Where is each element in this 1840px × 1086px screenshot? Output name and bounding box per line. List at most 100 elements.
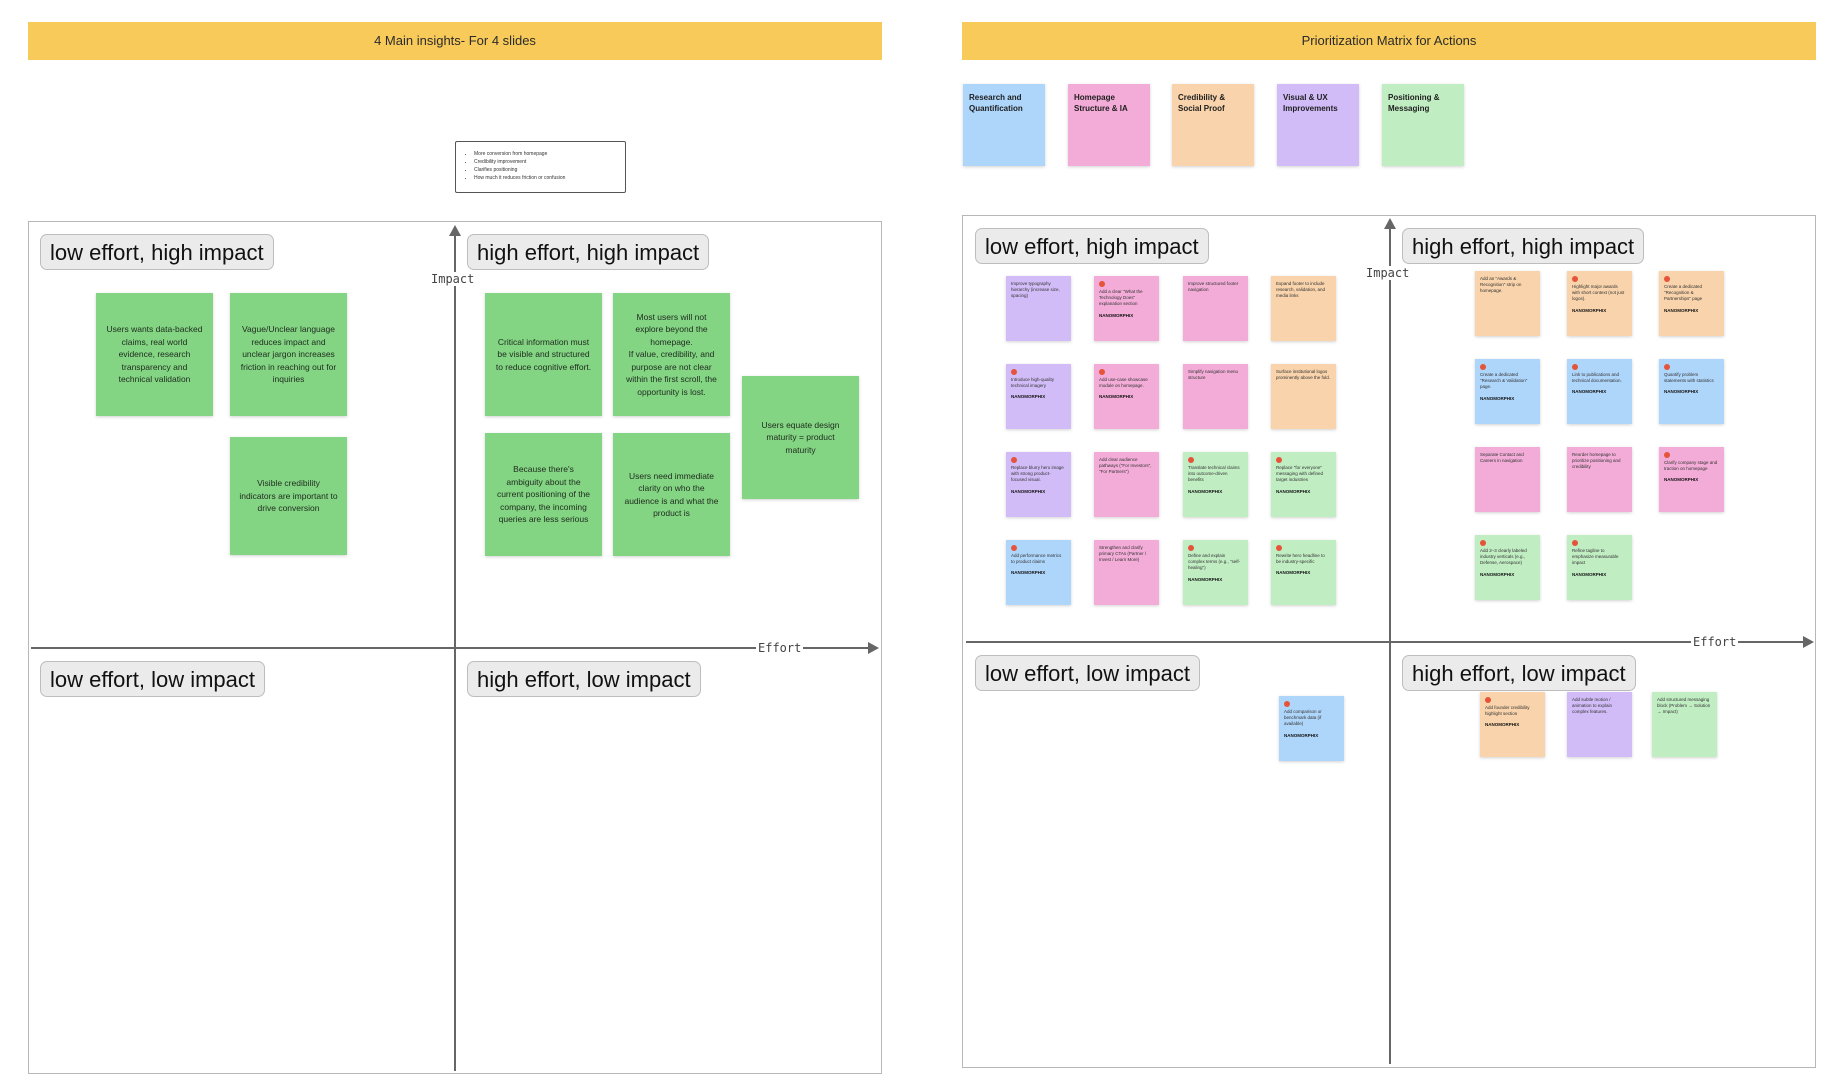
action-note-tag: NANOMORPHIX — [1276, 570, 1311, 576]
insight-note[interactable]: Users equate design maturity = product m… — [742, 376, 859, 499]
right-quadrant-label-high-effort-low-impact[interactable]: high effort, low impact — [1402, 655, 1636, 691]
priority-dot-icon — [1099, 369, 1105, 375]
priority-dot-icon — [1284, 701, 1290, 707]
action-note-text: Simplify navigation menu structure — [1188, 369, 1239, 381]
action-note[interactable]: Quantify problem statements with statist… — [1659, 359, 1724, 424]
action-note-tag: NANOMORPHIX — [1011, 394, 1046, 400]
action-note-tag: NANOMORPHIX — [1099, 394, 1134, 400]
insight-note[interactable]: Visible credibility indicators are impor… — [230, 437, 347, 555]
insight-note[interactable]: Critical information must be visible and… — [485, 293, 602, 416]
action-note-text: Surface institutional logos prominently … — [1276, 369, 1331, 381]
action-note-text: Quantify problem statements with statist… — [1664, 372, 1714, 384]
insight-note[interactable]: Users wants data-backed claims, real wor… — [96, 293, 213, 416]
action-note[interactable]: Highlight major awards with short contex… — [1567, 271, 1632, 336]
left-quadrant-label-low-effort-high-impact[interactable]: low effort, high impact — [40, 234, 274, 270]
action-note[interactable]: Add founder credibility highlight sectio… — [1480, 692, 1545, 757]
action-note[interactable]: Add subtle motion / animation to explain… — [1567, 692, 1632, 757]
criteria-item: Credibility improvement — [474, 158, 617, 166]
action-note[interactable]: Replace blurry hero image with strong pr… — [1006, 452, 1071, 517]
action-note[interactable]: Translate technical claims into outcome-… — [1183, 452, 1248, 517]
insight-note[interactable]: Vague/Unclear language reduces impact an… — [230, 293, 347, 416]
action-note[interactable]: Add use-case showcase module on homepage… — [1094, 364, 1159, 429]
priority-dot-icon — [1011, 369, 1017, 375]
action-note-text: Highlight major awards with short contex… — [1572, 284, 1625, 302]
action-note-text: Link to publications and technical docum… — [1572, 372, 1622, 384]
category-research-quantification[interactable]: Research and Quantification — [963, 84, 1045, 166]
action-note-tag: NANOMORPHIX — [1664, 389, 1699, 395]
action-note[interactable]: Create a dedicated "Recognition & Partne… — [1659, 271, 1724, 336]
action-note[interactable]: Add comparison or benchmark data (if ava… — [1279, 696, 1344, 761]
category-positioning-messaging[interactable]: Positioning & Messaging — [1382, 84, 1464, 166]
left-x-axis — [31, 647, 871, 649]
category-homepage-structure[interactable]: Homepage Structure & IA — [1068, 84, 1150, 166]
action-note-text: Expand footer to include research, valid… — [1276, 281, 1326, 299]
action-note-text: Add founder credibility highlight sectio… — [1485, 705, 1530, 717]
action-note[interactable]: Add structured messaging block (Problem … — [1652, 692, 1717, 757]
action-note[interactable]: Improve structured footer navigation — [1183, 276, 1248, 341]
action-note[interactable]: Simplify navigation menu structure — [1183, 364, 1248, 429]
action-note-text: Strengthen and clarify primary CTAs (Par… — [1099, 545, 1147, 563]
action-note[interactable]: Separate Contact and Careers in navigati… — [1475, 447, 1540, 512]
action-note[interactable]: Define and explain complex terms (e.g., … — [1183, 540, 1248, 605]
priority-dot-icon — [1664, 364, 1670, 370]
action-note-tag: NANOMORPHIX — [1011, 488, 1046, 494]
left-quadrant-label-high-effort-low-impact[interactable]: high effort, low impact — [467, 661, 701, 697]
left-quadrant-label-high-effort-high-impact[interactable]: high effort, high impact — [467, 234, 710, 270]
action-note[interactable]: Add a clear "What the Technology Does" e… — [1094, 276, 1159, 341]
right-quadrant-label-low-effort-low-impact[interactable]: low effort, low impact — [975, 655, 1201, 691]
action-note[interactable]: Replace "for everyone" messaging with de… — [1271, 452, 1336, 517]
insight-note[interactable]: Because there's ambiguity about the curr… — [485, 433, 602, 556]
priority-dot-icon — [1480, 540, 1486, 546]
left-x-axis-label: Effort — [756, 641, 804, 655]
action-note-text: Add clear audience pathways ("For Invest… — [1099, 457, 1152, 475]
action-note-text: Rewrite hero headline to be industry-spe… — [1276, 553, 1325, 565]
right-x-axis-arrow — [1803, 636, 1814, 648]
right-quadrant-label-high-effort-high-impact[interactable]: high effort, high impact — [1402, 228, 1645, 264]
right-board-title[interactable]: Prioritization Matrix for Actions — [962, 22, 1816, 60]
right-x-axis — [966, 641, 1806, 643]
action-note-tag: NANOMORPHIX — [1572, 307, 1607, 313]
action-note[interactable]: Expand footer to include research, valid… — [1271, 276, 1336, 341]
category-credibility-social-proof[interactable]: Credibility & Social Proof — [1172, 84, 1254, 166]
action-note[interactable]: Add 2–3 clearly labeled industry vertica… — [1475, 535, 1540, 600]
action-note[interactable]: Refine tagline to emphasize measurable i… — [1567, 535, 1632, 600]
priority-dot-icon — [1485, 697, 1491, 703]
right-quadrant-label-low-effort-high-impact[interactable]: low effort, high impact — [975, 228, 1209, 264]
priority-dot-icon — [1572, 364, 1578, 370]
category-visual-ux[interactable]: Visual & UX Improvements — [1277, 84, 1359, 166]
action-note[interactable]: Reorder homepage to prioritize positioni… — [1567, 447, 1632, 512]
action-note[interactable]: Surface institutional logos prominently … — [1271, 364, 1336, 429]
action-note-text: Replace blurry hero image with strong pr… — [1011, 465, 1064, 483]
insight-note[interactable]: Users need immediate clarity on who the … — [613, 433, 730, 556]
action-note[interactable]: Improve typography hierarchy (increase s… — [1006, 276, 1071, 341]
left-y-axis — [454, 236, 456, 1071]
action-note[interactable]: Add clear audience pathways ("For Invest… — [1094, 452, 1159, 517]
priority-dot-icon — [1276, 545, 1282, 551]
action-note[interactable]: Rewrite hero headline to be industry-spe… — [1271, 540, 1336, 605]
action-note[interactable]: Create a dedicated "Research & Validatio… — [1475, 359, 1540, 424]
action-note-tag: NANOMORPHIX — [1572, 571, 1607, 577]
priority-dot-icon — [1188, 457, 1194, 463]
action-note-text: Introduce high-quality technical imagery — [1011, 377, 1055, 389]
action-note[interactable]: Strengthen and clarify primary CTAs (Par… — [1094, 540, 1159, 605]
action-note[interactable]: Add performance metrics to product claim… — [1006, 540, 1071, 605]
criteria-box[interactable]: More conversion from homepage Credibilit… — [455, 141, 626, 193]
left-board-title[interactable]: 4 Main insights- For 4 slides — [28, 22, 882, 60]
action-note-text: Reorder homepage to prioritize positioni… — [1572, 452, 1621, 470]
action-note-tag: NANOMORPHIX — [1188, 488, 1223, 494]
action-note-tag: NANOMORPHIX — [1276, 488, 1311, 494]
action-note-text: Add subtle motion / animation to explain… — [1572, 697, 1613, 715]
action-note[interactable]: Introduce high-quality technical imagery… — [1006, 364, 1071, 429]
action-note[interactable]: Clarify company stage and traction on ho… — [1659, 447, 1724, 512]
priority-dot-icon — [1480, 364, 1486, 370]
action-note-text: Add 2–3 clearly labeled industry vertica… — [1480, 548, 1527, 566]
action-note[interactable]: Add an "Awards & Recognition" strip on h… — [1475, 271, 1540, 336]
action-note[interactable]: Link to publications and technical docum… — [1567, 359, 1632, 424]
action-note-tag: NANOMORPHIX — [1480, 395, 1515, 401]
action-note-text: Improve typography hierarchy (increase s… — [1011, 281, 1060, 299]
criteria-item: Clarifies positioning — [474, 166, 617, 174]
insight-note[interactable]: Most users will not explore beyond the h… — [613, 293, 730, 416]
left-quadrant-label-low-effort-low-impact[interactable]: low effort, low impact — [40, 661, 266, 697]
action-note-text: Add performance metrics to product claim… — [1011, 553, 1062, 565]
action-note-tag: NANOMORPHIX — [1480, 571, 1515, 577]
